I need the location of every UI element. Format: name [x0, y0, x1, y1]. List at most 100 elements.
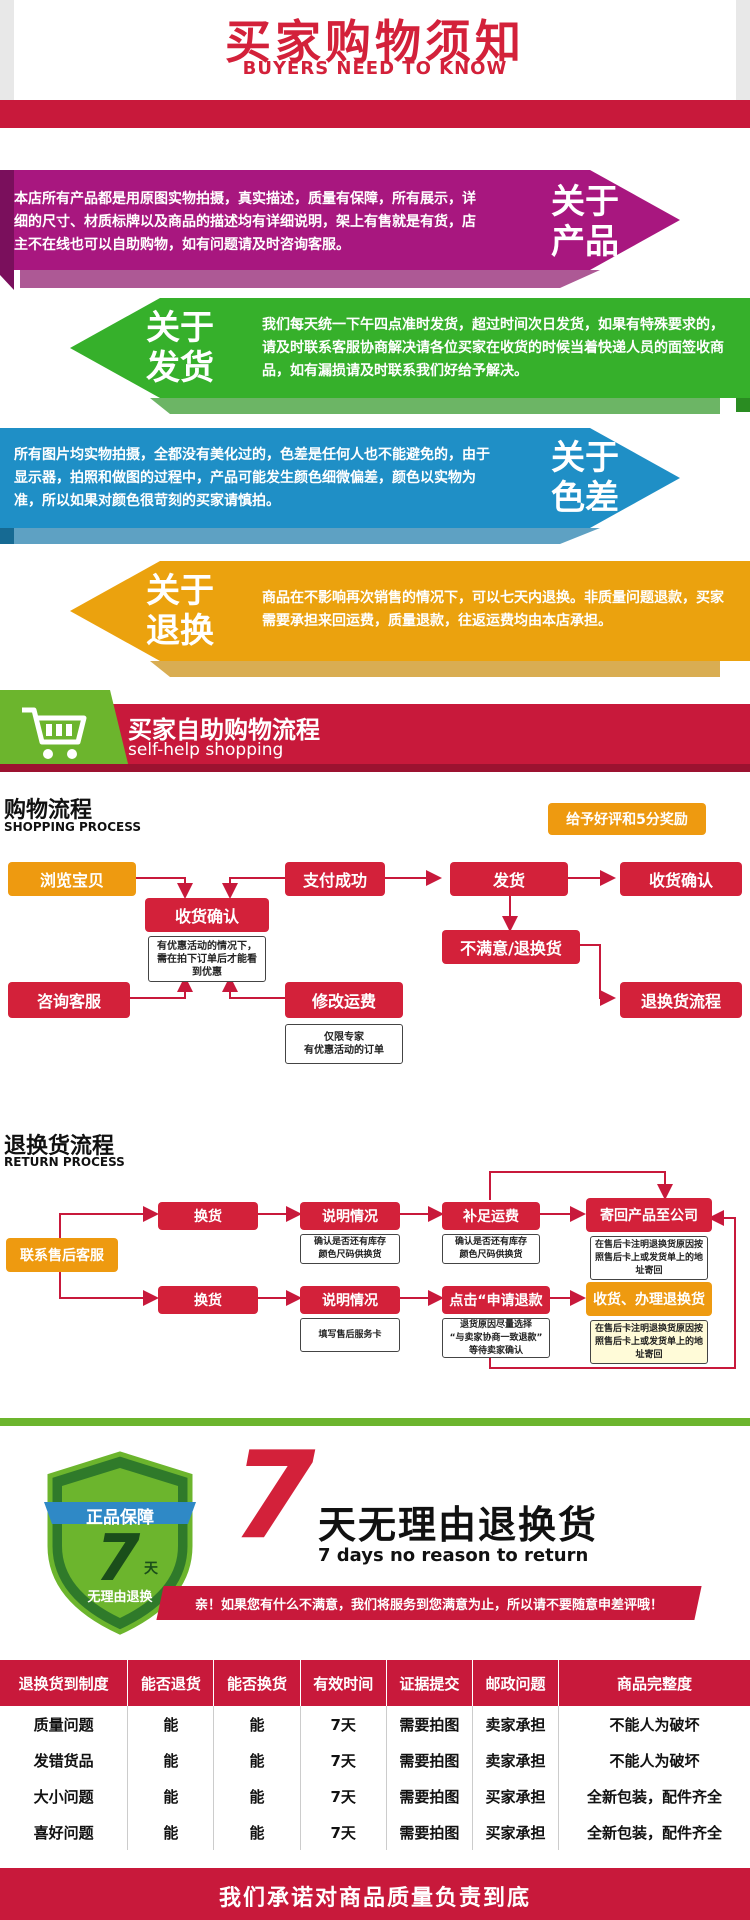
green-divider [0, 1418, 750, 1426]
policy-cell: 能 [127, 1742, 215, 1778]
banner-shipping-text: 我们每天统一下午四点准时发货，超过时间次日发货，如果有特殊要求的，请及时联系客服… [262, 317, 724, 379]
unsatisfied-button[interactable]: 不满意/退换货 [442, 930, 580, 964]
policy-cell: 买家承担 [472, 1778, 560, 1814]
header-bar [0, 0, 750, 130]
shield-number: 7 [95, 1522, 141, 1596]
modify-shipping-button[interactable]: 修改运费 [285, 982, 403, 1018]
apply-refund-button[interactable]: 点击“申请退款 [442, 1286, 550, 1314]
policy-cell: 7天 [300, 1742, 387, 1778]
banner-color-text: 所有图片均实物拍摄，全都没有美化过的，色差是任何人也不能避免的，由于显示器，拍照… [14, 447, 490, 509]
selfhelp-subtitle: self-help shopping [128, 740, 284, 760]
policy-cell: 能 [213, 1814, 301, 1850]
pay-success-button[interactable]: 支付成功 [285, 862, 385, 896]
policy-table: 退换货到制度 能否退货 能否换货 有效时间 证据提交 邮政问题 商品完整度 质量… [0, 1660, 750, 1850]
table-row: 喜好问题 能 能 7天 需要拍图 买家承担 全新包装，配件齐全 [0, 1814, 750, 1850]
policy-table-wrap: 退换货到制度 能否退货 能否换货 有效时间 证据提交 邮政问题 商品完整度 质量… [0, 1660, 750, 1850]
banner-returns-text: 商品在不影响再次销售的情况下，可以七天内退换。非质量问题退款，买家需要承担来回运… [262, 590, 724, 629]
policy-cell: 买家承担 [472, 1814, 560, 1850]
policy-cell: 卖家承担 [472, 1742, 560, 1778]
banner-product-shape [0, 170, 680, 290]
policy-cell: 质量问题 [0, 1706, 129, 1742]
return-subtitle: RETURN PROCESS [4, 1155, 125, 1169]
banner-color-shape [0, 428, 680, 544]
confirm-note: 有优惠活动的情况下，需在拍下订单后才能看到优惠 [148, 936, 266, 982]
contact-aftersales-button[interactable]: 联系售后客服 [6, 1238, 118, 1272]
page-title: 买家购物须知 [225, 15, 525, 69]
policy-cell: 卖家承担 [472, 1706, 560, 1742]
banner-returns: 关于 退换 商品在不影响再次销售的情况下，可以七天内退换。非质量问题退款，买家需… [0, 555, 750, 695]
cart-icon [20, 702, 90, 762]
modify-note: 仅限专家 有优惠活动的订单 [285, 1024, 403, 1064]
policy-header: 邮政问题 [472, 1660, 560, 1706]
banner-shipping-label-line2: 发货 [146, 348, 214, 388]
apply-note: 退货原因尽量选择 “与卖家协商一致退款” 等待卖家确认 [442, 1318, 550, 1358]
banner-product: 本店所有产品都是用原图实物拍摄，真实描述，质量有保障，所有展示，详细的尺寸、材质… [0, 150, 750, 290]
banner-color: 所有图片均实物拍摄，全都没有美化过的，色差是任何人也不能避免的，由于显示器，拍照… [0, 420, 750, 560]
browse-button[interactable]: 浏览宝贝 [8, 862, 136, 896]
policy-cell: 需要拍图 [386, 1778, 473, 1814]
explain-button[interactable]: 说明情况 [300, 1202, 400, 1230]
banner-product-label-line1: 关于 [551, 182, 619, 222]
banner-product-label: 关于 产品 [540, 182, 630, 262]
policy-cell: 全新包装，配件齐全 [587, 1787, 723, 1806]
receive-confirm-button[interactable]: 收货确认 [620, 862, 742, 896]
footer-text: 我们承诺对商品质量负责到底 [218, 1886, 531, 1911]
policy-cell: 不能人为破坏 [609, 1751, 700, 1770]
policy-header: 证据提交 [386, 1660, 473, 1706]
policy-cell: 能 [213, 1778, 301, 1814]
policy-cell: 全新包装，配件齐全 [587, 1823, 723, 1842]
confirm-mid-button[interactable]: 收货确认 [145, 898, 269, 932]
banner-product-label-line2: 产品 [551, 222, 619, 262]
policy-cell: 能 [127, 1778, 215, 1814]
supplement-button[interactable]: 补足运费 [442, 1202, 540, 1230]
explain-note: 确认是否还有库存 颜色尺码供换货 [300, 1234, 400, 1264]
big-seven: 7 [232, 1427, 316, 1566]
guarantee-notice-text: 亲！如果您有什么不满意，我们将服务到您满意为止，所以请不要随意申差评哦！ [194, 1598, 663, 1613]
explain2-note: 填写售后服务卡 [300, 1318, 400, 1352]
supplement-note: 确认是否还有库存 颜色尺码供换货 [442, 1234, 540, 1264]
table-row: 发错货品 能 能 7天 需要拍图 卖家承担 不能人为破坏 [0, 1742, 750, 1778]
policy-cell: 7天 [300, 1814, 387, 1850]
policy-cell: 7天 [300, 1778, 387, 1814]
policy-header: 能否换货 [213, 1660, 301, 1706]
receive-return-button[interactable]: 收货、办理退换货 [586, 1282, 712, 1316]
ship-button[interactable]: 发货 [450, 862, 568, 896]
return-title: 退换货流程 [4, 1134, 115, 1159]
banner-returns-shape [70, 561, 750, 677]
policy-header: 有效时间 [300, 1660, 387, 1706]
banner-returns-label-line1: 关于 [146, 571, 214, 611]
policy-cell: 能 [213, 1706, 301, 1742]
receive-return-note: 在售后卡注明退换货原因按照售后卡上或发货单上的地址寄回 [590, 1320, 708, 1364]
explain2-button[interactable]: 说明情况 [300, 1286, 400, 1314]
policy-cell: 大小问题 [0, 1778, 129, 1814]
exchange-button[interactable]: 换货 [158, 1202, 258, 1230]
selfhelp-title: 买家自助购物流程 [128, 716, 320, 744]
selfhelp-bar: 买家自助购物流程 self-help shopping [0, 690, 750, 772]
shopping-arrows [130, 870, 616, 1006]
table-row: 大小问题 能 能 7天 需要拍图 买家承担 全新包装，配件齐全 [0, 1778, 750, 1814]
big-guarantee-subtitle: 7 days no reason to return [318, 1545, 589, 1566]
big-guarantee-title: 天无理由退换货 [318, 1503, 599, 1547]
policy-cell: 发错货品 [0, 1742, 129, 1778]
banner-shipping: 关于 发货 我们每天统一下午四点准时发货，超过时间次日发货，如果有特殊要求的，请… [0, 290, 750, 430]
footer-bar [0, 1868, 750, 1920]
sendback-button[interactable]: 寄回产品至公司 [586, 1198, 712, 1232]
policy-cell: 能 [127, 1706, 215, 1742]
banner-returns-label-line2: 退换 [146, 611, 214, 651]
banner-color-label: 关于 色差 [540, 438, 630, 518]
return-arrows [59, 1171, 736, 1369]
shield-top-text: 正品保障 [86, 1508, 154, 1528]
policy-cell: 喜好问题 [0, 1814, 129, 1850]
table-row: 质量问题 能 能 7天 需要拍图 卖家承担 不能人为破坏 [0, 1706, 750, 1742]
exchange2-button[interactable]: 换货 [158, 1286, 258, 1314]
consult-button[interactable]: 咨询客服 [8, 982, 130, 1018]
policy-header: 能否退货 [127, 1660, 215, 1706]
policy-cell: 7天 [300, 1706, 387, 1742]
shopping-title: 购物流程 [4, 798, 93, 823]
shield-bottom-text: 无理由退换 [87, 1590, 153, 1605]
policy-cell: 需要拍图 [386, 1814, 473, 1850]
return-flow-button[interactable]: 退换货流程 [620, 982, 742, 1018]
banner-shipping-label-line1: 关于 [146, 308, 214, 348]
header-frame [0, 0, 750, 130]
policy-header: 商品完整度 [558, 1660, 750, 1706]
